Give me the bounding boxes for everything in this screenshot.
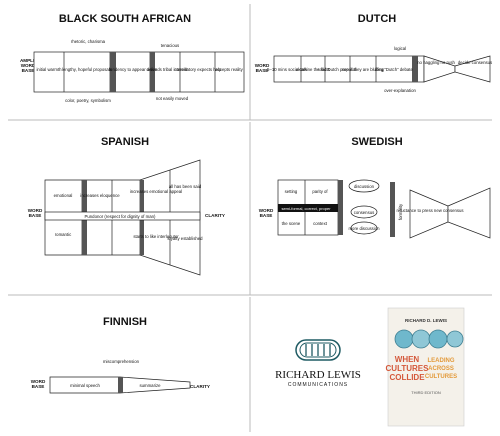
book-edition: THIRD EDITION xyxy=(411,390,441,395)
globe-icon xyxy=(446,330,464,348)
globe-icon xyxy=(428,329,448,349)
annotation: miscomprehension xyxy=(103,359,140,364)
discussion-bubble xyxy=(348,179,380,193)
annotation: logical xyxy=(394,46,406,51)
book-author: RICHARD D. LEWIS xyxy=(405,318,447,323)
panel-title: FINNISH xyxy=(103,316,147,328)
stage-label: all has been said xyxy=(169,184,202,189)
book-subtitle-line: LEADING xyxy=(428,358,455,364)
consensus-bubble xyxy=(350,205,378,219)
box-label: the scene xyxy=(282,221,301,226)
note-label: formality xyxy=(398,203,403,220)
logo-name: RICHARD LEWIS xyxy=(275,369,361,381)
book-subtitle-line: ACROSS xyxy=(428,366,454,372)
funnel xyxy=(454,55,491,83)
stage-label: initial warmth xyxy=(36,67,62,72)
stage-label: tendency to appear naive xyxy=(109,67,158,72)
richard-lewis-logo: RICHARD LEWIS COMMUNICATIONS xyxy=(275,339,361,388)
stage-label: see if they are bluffing xyxy=(342,67,385,72)
panel-title: SPANISH xyxy=(101,136,149,148)
annotation: rhetoric, charisma xyxy=(71,39,106,44)
panel-title: BLACK SOUTH AFRICAN xyxy=(59,13,191,25)
book-title-line: COLLIDE xyxy=(389,373,425,382)
book-subtitle-line: CULTURES xyxy=(425,374,457,380)
note-label: more discussion xyxy=(348,226,380,231)
stage-label: emotional xyxy=(54,193,73,198)
funnel xyxy=(409,189,449,239)
right-label: CLARITY xyxy=(205,213,225,218)
box-label: context xyxy=(313,221,328,226)
stage-label: romantic xyxy=(55,232,72,237)
note-label: consensus xyxy=(354,210,375,215)
box-label: setting xyxy=(285,189,298,194)
stage-label: minimal speech xyxy=(70,383,100,388)
annotation: tenacious xyxy=(161,43,179,48)
box-label: parity of xyxy=(312,189,328,194)
stage-label: lengthy, hopeful proposals xyxy=(62,67,112,72)
flow-frame xyxy=(273,55,425,83)
funnel xyxy=(447,187,491,239)
center-line-label: Pundonor (respect for dignity of man) xyxy=(85,214,157,219)
logo-emblem-icon xyxy=(295,339,341,361)
globe-icon xyxy=(411,329,431,349)
stage-label: increases emotional appeal xyxy=(130,189,182,194)
logo-tagline: COMMUNICATIONS xyxy=(288,382,348,388)
stage-label: examine the facts xyxy=(296,67,330,72)
flow-frame xyxy=(33,51,245,93)
book-cover: RICHARD D. LEWIS WHEN CULTURES COLLIDE L… xyxy=(386,307,465,427)
stage-label: defends tribal interest xyxy=(146,67,188,72)
panel-title: SWEDISH xyxy=(351,136,402,148)
box-label: semi-formal, correct, proper xyxy=(281,206,331,211)
panel-title: DUTCH xyxy=(358,13,397,25)
right-label: CLARITY xyxy=(190,384,210,389)
annotation: over-explanation xyxy=(384,88,416,93)
stage-label: long “Dutch” debate xyxy=(375,67,413,72)
stage-label: starts to like interlocutor xyxy=(133,234,179,239)
stage-label: 5–10 mins social talk xyxy=(267,67,308,72)
stage-label: no haggling no rush xyxy=(417,60,455,65)
stage-label: accepts reality xyxy=(215,67,243,72)
stage-label: loyalty established xyxy=(167,236,203,241)
annotation: not easily moved xyxy=(156,96,189,101)
book-title-line: WHEN xyxy=(395,355,420,364)
stage-label: solid Dutch proposal xyxy=(318,67,357,72)
annotation: color, poetry, symbolism xyxy=(65,98,111,103)
more-discussion-bubble xyxy=(350,221,378,235)
book-title-line: CULTURES xyxy=(386,364,430,373)
note-label: discussion xyxy=(354,184,375,189)
stage-label: summarize xyxy=(139,383,161,388)
note-label: reluctance to press new consensus xyxy=(396,208,463,213)
globe-icon xyxy=(394,329,414,349)
stage-label: conciliatory expects help xyxy=(175,67,222,72)
stage-label: increases eloquence xyxy=(80,193,120,198)
stage-label: decide consensus xyxy=(458,60,492,65)
